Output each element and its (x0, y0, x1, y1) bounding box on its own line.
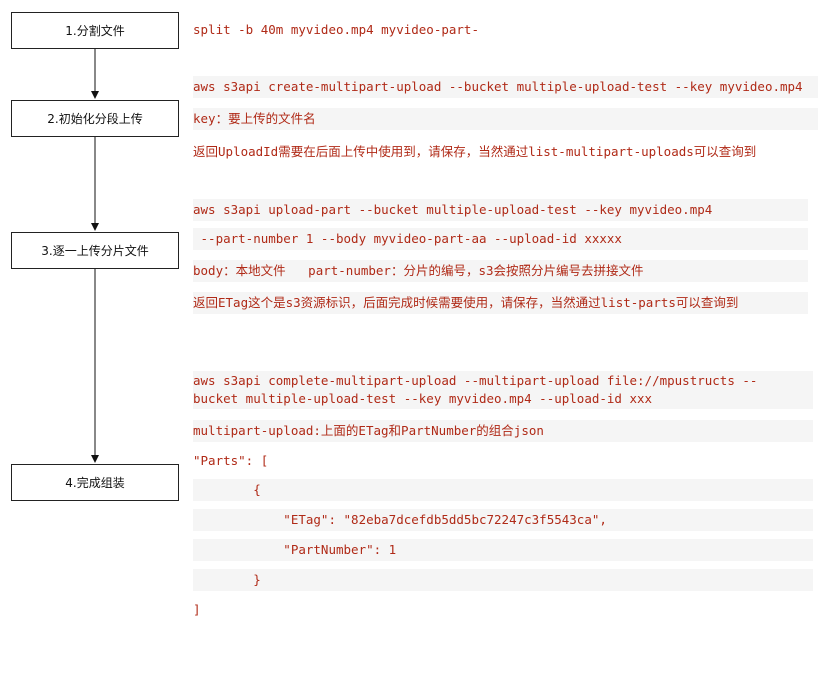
upload-return-note: 返回ETag这个是s3资源标识，后面完成时候需要使用，请保存，当然通过list-… (193, 292, 808, 314)
flow-connectors (91, 49, 99, 463)
json-line-open-brace: { (193, 479, 813, 501)
complete-note: multipart-upload:上面的ETag和PartNumber的组合js… (193, 420, 813, 442)
split-command: split -b 40m myvideo.mp4 myvideo-part- (193, 22, 479, 37)
step-box-3: 3.逐一上传分片文件 (11, 232, 179, 269)
step-box-4: 4.完成组装 (11, 464, 179, 501)
create-return-note: 返回UploadId需要在后面上传中使用到，请保存，当然通过list-multi… (193, 144, 757, 159)
complete-upload-command: aws s3api complete-multipart-upload --mu… (193, 371, 813, 409)
json-line-close-brace: } (193, 569, 813, 591)
step-box-2: 2.初始化分段上传 (11, 100, 179, 137)
step-label-1: 1.分割文件 (65, 24, 125, 38)
complete-command-line-2: bucket multiple-upload-test --key myvide… (193, 391, 653, 406)
step-label-3: 3.逐一上传分片文件 (41, 244, 149, 258)
step-label-2: 2.初始化分段上传 (47, 112, 143, 126)
json-line-partnumber: "PartNumber": 1 (193, 539, 813, 561)
complete-command-line-1: aws s3api complete-multipart-upload --mu… (193, 373, 758, 388)
create-key-note: key：要上传的文件名 (193, 108, 818, 130)
upload-params-note: body：本地文件 part-number：分片的编号，s3会按照分片编号去拼接… (193, 260, 808, 282)
json-line-close-bracket: ] (193, 602, 201, 617)
upload-part-command-2: --part-number 1 --body myvideo-part-aa -… (193, 228, 808, 250)
json-line-parts: "Parts": [ (193, 453, 269, 468)
upload-part-command-1: aws s3api upload-part --bucket multiple-… (193, 199, 808, 221)
create-upload-command: aws s3api create-multipart-upload --buck… (193, 76, 818, 98)
json-line-etag: "ETag": "82eba7dcefdb5dd5bc72247c3f5543c… (193, 509, 813, 531)
step-label-4: 4.完成组装 (65, 476, 125, 490)
step-box-1: 1.分割文件 (11, 12, 179, 49)
